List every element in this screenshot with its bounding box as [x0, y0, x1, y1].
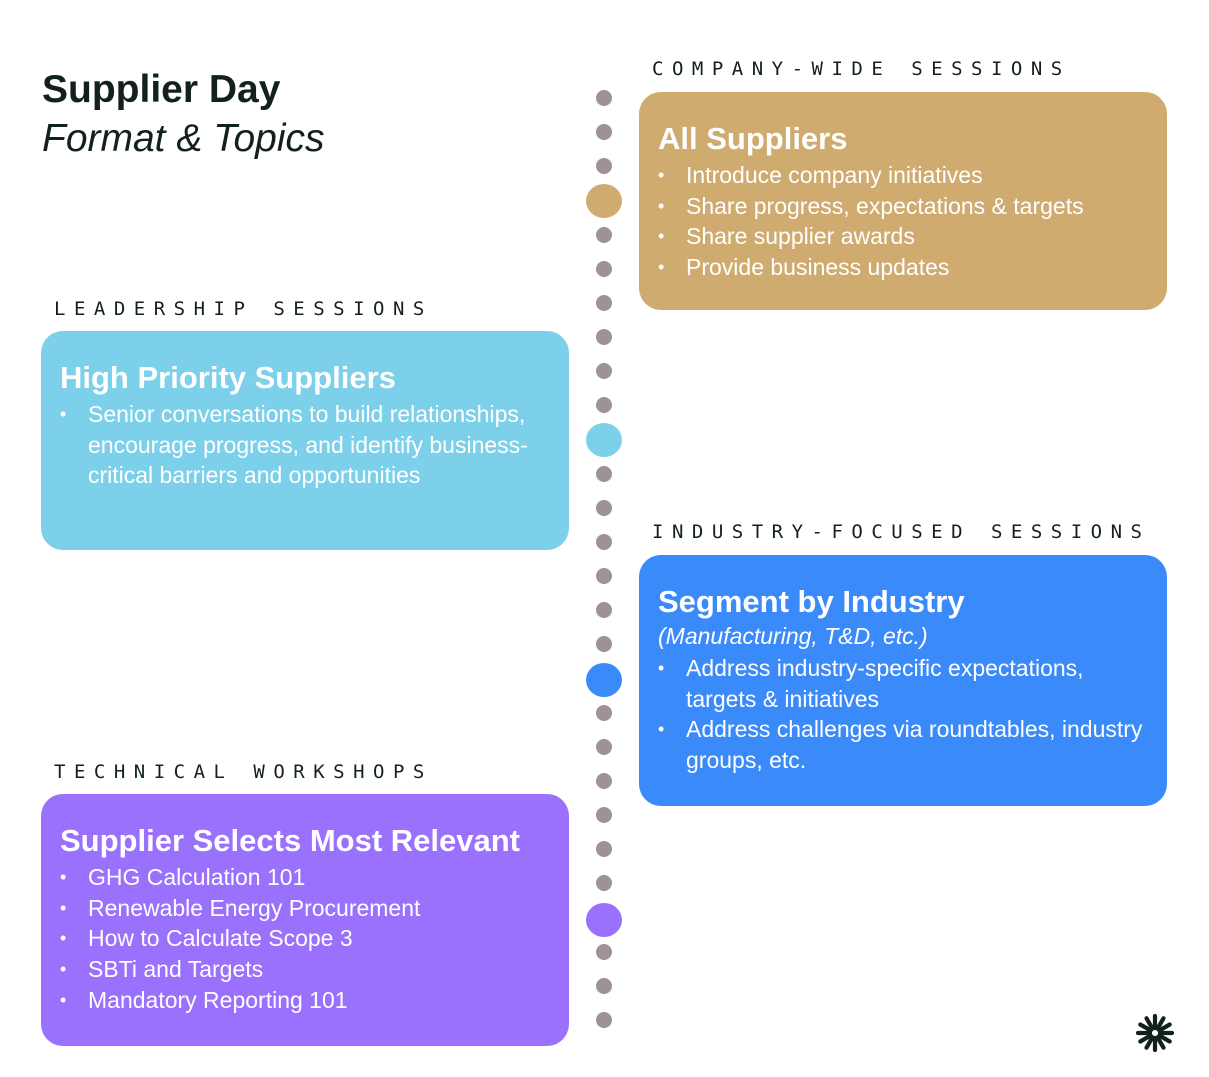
timeline-marker-company [586, 184, 622, 218]
title-block: Supplier Day Format & Topics [42, 66, 324, 164]
starburst-logo-icon [1135, 1013, 1175, 1053]
timeline-dot [596, 500, 612, 516]
section-label-leadership: LEADERSHIP SESSIONS [54, 298, 433, 320]
timeline-dots-icon [586, 80, 622, 1040]
timeline-marker-leadership [586, 423, 622, 457]
timeline-dot [596, 329, 612, 345]
list-item: GHG Calculation 101 [60, 862, 549, 893]
timeline-dot [596, 363, 612, 379]
card-heading: All Suppliers [658, 121, 848, 156]
timeline-dot [596, 295, 612, 311]
card-all-suppliers: All Suppliers Introduce company initiati… [639, 92, 1167, 310]
timeline-dot [596, 636, 612, 652]
card-heading: Segment by Industry [658, 584, 965, 619]
card-segment-by-industry: Segment by Industry (Manufacturing, T&D,… [639, 555, 1167, 806]
timeline-dot [596, 397, 612, 413]
timeline-dot [596, 158, 612, 174]
section-label-company-wide: COMPANY-WIDE SESSIONS [652, 58, 1071, 80]
timeline-dot [596, 807, 612, 823]
list-item: Senior conversations to build relationsh… [60, 399, 549, 491]
page-subtitle: Format & Topics [42, 117, 325, 160]
card-bullet-list: Senior conversations to build relationsh… [60, 399, 549, 491]
list-item: Address industry-specific expectations, … [658, 653, 1147, 714]
list-item: SBTi and Targets [60, 954, 549, 985]
list-item: Address challenges via roundtables, indu… [658, 714, 1147, 775]
timeline-dot [596, 534, 612, 550]
timeline-dot [596, 466, 612, 482]
timeline-dot [596, 875, 612, 891]
timeline-dot [596, 227, 612, 243]
section-label-industry-focused: INDUSTRY-FOCUSED SESSIONS [652, 521, 1151, 543]
timeline-dot [596, 705, 612, 721]
page-title: Supplier Day [42, 68, 281, 111]
card-subheading: (Manufacturing, T&D, etc.) [658, 623, 928, 649]
card-heading: Supplier Selects Most Relevant [60, 823, 520, 858]
card-heading: High Priority Suppliers [60, 360, 396, 395]
card-bullet-list: Address industry-specific expectations, … [658, 653, 1147, 776]
timeline-dot [596, 841, 612, 857]
list-item: Provide business updates [658, 252, 1147, 283]
list-item: Introduce company initiatives [658, 160, 1147, 191]
list-item: Share progress, expectations & targets [658, 191, 1147, 222]
card-bullet-list: Introduce company initiatives Share prog… [658, 160, 1147, 283]
timeline-dot [596, 773, 612, 789]
timeline-dot [596, 739, 612, 755]
timeline-marker-technical [586, 903, 622, 937]
card-high-priority-suppliers: High Priority Suppliers Senior conversat… [41, 331, 569, 550]
card-supplier-selects-most-relevant: Supplier Selects Most Relevant GHG Calcu… [41, 794, 569, 1046]
timeline-dot [596, 1012, 612, 1028]
card-bullet-list: GHG Calculation 101 Renewable Energy Pro… [60, 862, 549, 1016]
timeline-marker-industry [586, 663, 622, 697]
timeline-dot [596, 261, 612, 277]
timeline-dot [596, 978, 612, 994]
list-item: How to Calculate Scope 3 [60, 923, 549, 954]
section-label-technical-workshops: TECHNICAL WORKSHOPS [54, 761, 433, 783]
list-item: Renewable Energy Procurement [60, 893, 549, 924]
timeline-dot [596, 602, 612, 618]
timeline-dot [596, 124, 612, 140]
timeline-dot [596, 568, 612, 584]
timeline-dot [596, 944, 612, 960]
list-item: Share supplier awards [658, 221, 1147, 252]
list-item: Mandatory Reporting 101 [60, 985, 549, 1016]
timeline-dot [596, 90, 612, 106]
